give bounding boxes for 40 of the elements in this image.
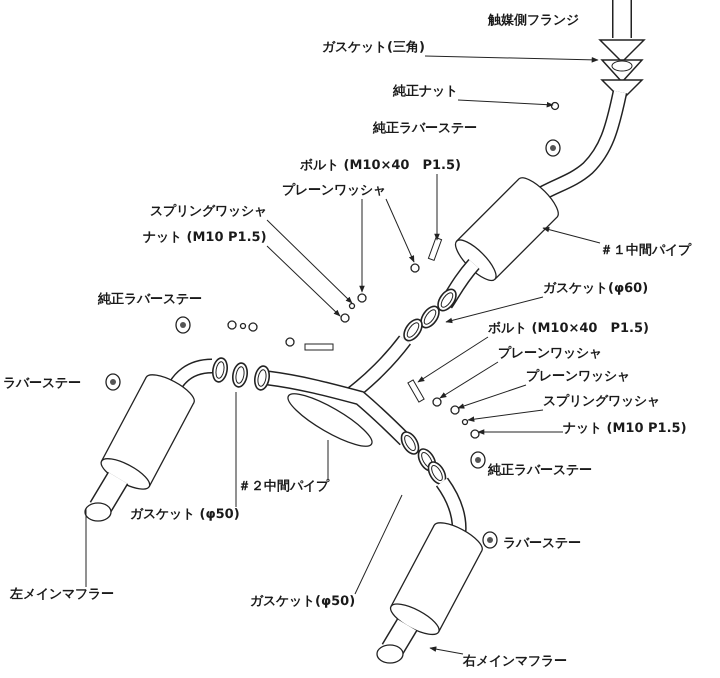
part-label: 純正ラバーステー bbox=[488, 463, 592, 479]
part-label: プレーンワッシャ bbox=[526, 369, 630, 385]
leader-line bbox=[542, 226, 600, 244]
part-label: ナット (M10 P1.5) bbox=[143, 230, 267, 246]
leader-line bbox=[424, 56, 599, 63]
part-label: 純正ナット bbox=[393, 84, 458, 100]
part-label: ガスケット(三角) bbox=[322, 40, 425, 56]
part-label: ＃２中間パイプ bbox=[238, 479, 329, 495]
part-label: ラバーステー bbox=[503, 536, 581, 552]
part-label: ボルト (M10×40 P1.5) bbox=[488, 321, 649, 337]
leader-line bbox=[359, 198, 365, 293]
leader-line bbox=[417, 336, 488, 382]
part-label: スプリングワッシャ bbox=[543, 394, 660, 410]
leader-line bbox=[386, 198, 414, 263]
leader-line bbox=[429, 646, 464, 654]
part-label: ナット (M10 P1.5) bbox=[563, 421, 687, 437]
leader-line bbox=[266, 246, 340, 316]
part-label: ガスケット(φ60) bbox=[543, 281, 648, 297]
part-label: ガスケット(φ50) bbox=[250, 594, 356, 610]
leader-line bbox=[458, 100, 554, 108]
part-label: ボルト (M10×40 P1.5) bbox=[300, 158, 461, 174]
part-label: 触媒側フランジ bbox=[488, 13, 579, 29]
part-label: 左メインマフラー bbox=[10, 587, 114, 603]
part-label: ラバーステー bbox=[3, 376, 81, 392]
part-label: ガスケット (φ50) bbox=[130, 507, 240, 523]
part-label: 純正ラバーステー bbox=[373, 121, 477, 137]
leader-line bbox=[477, 429, 564, 435]
part-label: プレーンワッシャ bbox=[498, 346, 602, 362]
part-label: スプリングワッシャ bbox=[150, 204, 267, 220]
leader-line bbox=[266, 220, 352, 304]
leader-line bbox=[457, 384, 526, 409]
part-label: ＃１中間パイプ bbox=[600, 243, 691, 259]
part-label: 純正ラバーステー bbox=[98, 292, 202, 308]
part-label: プレーンワッシャ bbox=[282, 183, 386, 199]
leader-line bbox=[354, 494, 402, 594]
leader-line bbox=[467, 410, 544, 422]
leader-line bbox=[445, 296, 544, 324]
leader-line bbox=[434, 174, 440, 241]
part-label: 右メインマフラー bbox=[463, 654, 567, 670]
leader-line bbox=[439, 362, 498, 398]
